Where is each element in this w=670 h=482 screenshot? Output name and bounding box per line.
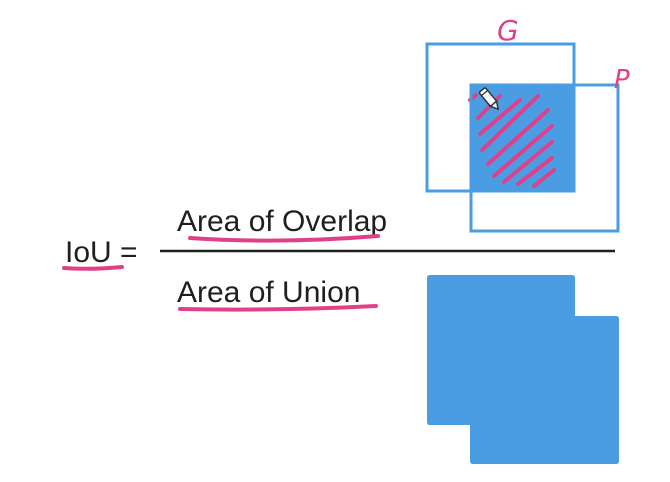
union-shape [427, 275, 619, 464]
numerator-text: Area of Overlap [177, 205, 387, 238]
overlap-figure: G P [425, 14, 630, 233]
numerator-underline [188, 234, 380, 243]
iou-formula: IoU = Area of Overlap Area of Union [62, 205, 615, 312]
prediction-label: P [614, 65, 630, 95]
ground-truth-box [425, 42, 576, 193]
denominator-underline [178, 304, 378, 312]
prediction-box [469, 83, 620, 233]
ground-truth-label: G [497, 14, 519, 47]
pen-cursor-icon [478, 87, 500, 111]
iou-underline [62, 265, 124, 271]
denominator-text: Area of Union [177, 276, 360, 309]
iou-lhs: IoU = [65, 236, 138, 269]
